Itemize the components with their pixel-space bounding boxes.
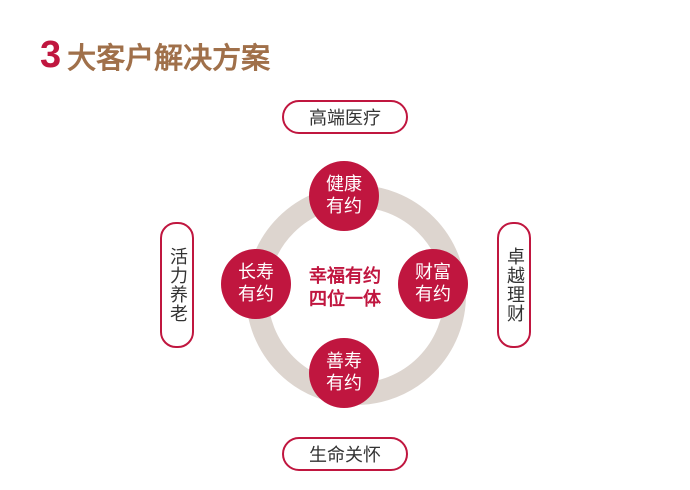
title-text: 大客户解决方案 bbox=[67, 40, 271, 75]
node-line1: 健康 bbox=[326, 174, 362, 195]
title-number: 3 bbox=[40, 34, 62, 76]
node-line1: 善寿 bbox=[326, 351, 362, 372]
node-line1: 财富 bbox=[415, 262, 451, 283]
pill-finance: 卓越理财 bbox=[497, 222, 531, 348]
pill-life-care: 生命关怀 bbox=[282, 437, 408, 471]
center-label: 幸福有约四位一体 bbox=[295, 265, 395, 311]
node-health: 健康有约 bbox=[309, 161, 379, 231]
node-line2: 有约 bbox=[415, 284, 451, 305]
node-line1: 长寿 bbox=[238, 262, 274, 283]
node-longevity: 长寿有约 bbox=[221, 249, 291, 319]
pill-medical: 高端医疗 bbox=[282, 100, 408, 134]
pill-elderly-care: 活力养老 bbox=[160, 222, 194, 348]
node-line2: 有约 bbox=[326, 373, 362, 394]
center-line1: 幸福有约 bbox=[309, 266, 381, 287]
node-care: 善寿有约 bbox=[309, 338, 379, 408]
center-line2: 四位一体 bbox=[309, 289, 381, 310]
node-line2: 有约 bbox=[326, 196, 362, 217]
node-line2: 有约 bbox=[238, 284, 274, 305]
node-wealth: 财富有约 bbox=[398, 249, 468, 319]
